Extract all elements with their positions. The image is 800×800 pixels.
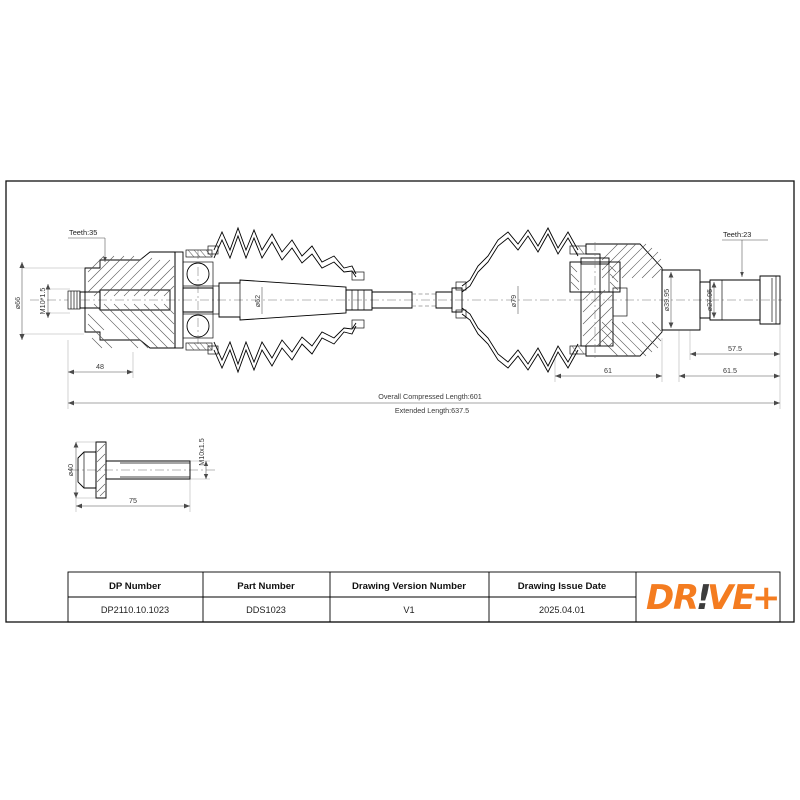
label-len-spline-b: 61.5 [723,366,737,375]
logo-text-plus: + [752,578,779,618]
dim-dia-boot-right: ø79 [509,286,519,314]
title-block-value-dp-number: DP2110.10.1023 [101,605,169,615]
logo-text-dr: DR [646,578,698,618]
label-bolt-length: 75 [129,496,137,505]
label-dia-boot-right: ø79 [509,295,518,307]
label-extended-length: Extended Length:637.5 [395,406,469,415]
left-cv-joint [67,249,220,351]
leader-teeth-left: Teeth:35 [68,228,107,262]
label-teeth-right: Teeth:23 [723,230,751,239]
dim-dia-spline-outer: ø39.95 [662,272,674,328]
title-block-header-issue-date: Drawing Issue Date [518,581,607,592]
title-block-value-issue-date: 2025.04.01 [539,605,585,615]
section-hatch-right [601,243,662,357]
dim-dia-shaft-mid: ø62 [253,287,263,314]
left-boot [207,226,365,374]
drive-plus-logo: DR ! VE + [646,578,780,618]
title-block-header-part-number: Part Number [237,581,295,592]
dim-len-spline-b: 61.5 [678,330,780,382]
section-hatch-left [87,255,175,349]
dim-dia-left-flange: ø66 [13,262,84,340]
leader-teeth-right: Teeth:23 [722,230,768,277]
label-dia-spline-inner: ø27.95 [705,289,714,311]
logo-text-exclamation: ! [696,578,710,618]
label-dia-spline-outer: ø39.95 [662,289,671,311]
label-teeth-left: Teeth:35 [69,228,97,237]
right-boot [455,227,587,373]
title-block-header-version: Drawing Version Number [352,581,466,592]
dim-bolt-length: 75 [75,479,191,512]
label-len-spline-a: 57.5 [728,344,742,353]
right-cv-joint-housing [569,242,781,358]
label-thread-left: M10*1.5 [38,288,47,315]
label-bolt-head-dia: ø40 [66,464,75,476]
dim-extended-length: Extended Length:637.5 [395,406,469,415]
center-shaft [218,279,463,321]
logo-text-ve: VE [707,578,755,618]
dim-len-joint-right: 61 [554,338,663,382]
label-dia-left-flange: ø66 [13,297,22,309]
title-block-value-part-number: DDS1023 [246,605,286,615]
dim-overall-compressed: Overall Compressed Length:601 [67,382,781,409]
dim-thread-left: M10*1.5 [38,284,70,318]
dim-bolt-head-dia: ø40 [66,441,97,499]
bolt-detail: ø40 M10x1.5 75 [66,438,215,512]
dim-len-spline-a: 57.5 [689,324,781,382]
dim-bolt-thread: M10x1.5 [190,438,210,480]
title-block-value-version: V1 [403,605,414,615]
label-dia-shaft-mid: ø62 [253,295,262,307]
drive-shaft-assembly [30,226,782,374]
dim-len-left-stub: 48 [67,340,134,388]
label-len-joint-right: 61 [604,366,612,375]
label-bolt-thread: M10x1.5 [197,438,206,466]
label-len-left-stub: 48 [96,362,104,371]
title-block: DP Number Part Number Drawing Version Nu… [67,571,780,623]
dim-dia-spline-inner: ø27.95 [705,282,717,318]
dimension-annotations: Teeth:35 Teeth:23 ø66 M10*1.5 [13,228,781,415]
bolt-washer-hatch [96,443,106,497]
label-overall-compressed: Overall Compressed Length:601 [378,392,481,401]
title-block-header-dp-number: DP Number [109,581,161,592]
